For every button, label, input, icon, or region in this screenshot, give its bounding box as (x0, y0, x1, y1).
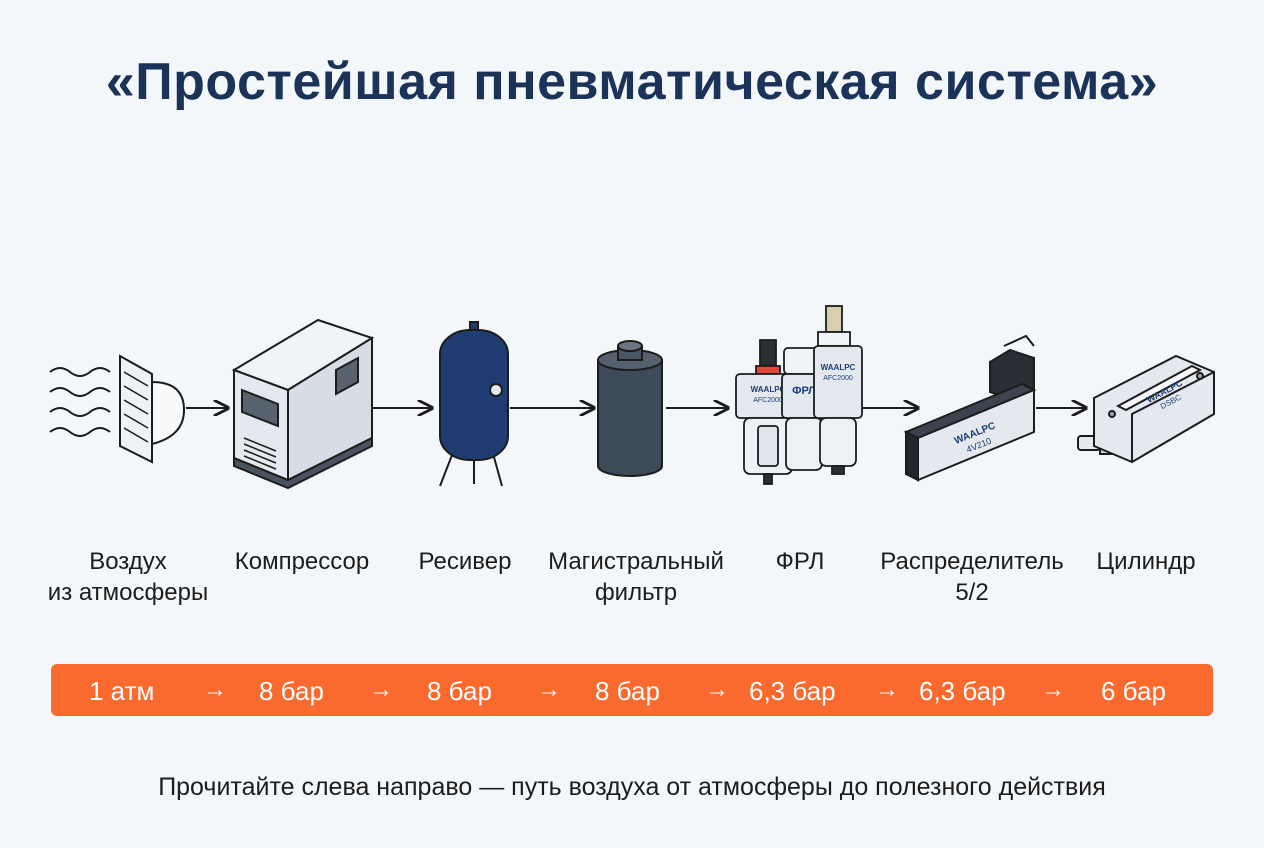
pressure-arrow: → (203, 676, 227, 703)
label-compressor: Компрессор (202, 546, 402, 577)
label-receiver: Ресивер (395, 546, 535, 577)
label-air: Воздух из атмосферы (28, 546, 228, 608)
page-title: «Простейшая пневматическая система» (105, 53, 1159, 111)
receiver-icon (439, 321, 509, 487)
main-filter-icon (597, 340, 663, 477)
frl-unit-3-marking: WAALPC (821, 363, 856, 372)
label-valve: Распределитель 5/2 (862, 546, 1082, 608)
label-main-filter-line-2: фильтр (594, 579, 678, 606)
label-frl-line-1: ФРЛ (775, 548, 825, 575)
label-cylinder: Цилиндр (1076, 546, 1216, 577)
pressure-value: 8 бар (595, 676, 660, 706)
pressure-value: 6 бар (1101, 676, 1166, 706)
pressure-bar: 1 атм → 8 бар → 8 бар → 8 бар → 6,3 бар … (51, 664, 1213, 716)
pressure-value: 6,3 бар (749, 676, 836, 706)
pressure-arrow: → (537, 676, 561, 703)
label-main-filter-line-1: Магистральный (548, 548, 724, 575)
air-intake-icon (49, 354, 186, 464)
label-compressor-line-1: Компрессор (234, 548, 370, 575)
pressure-arrow: → (1041, 676, 1065, 703)
pressure-value: 1 атм (89, 676, 155, 706)
compressor-icon (231, 318, 375, 490)
frl-unit-3-model: AFC2000 (823, 375, 853, 382)
frl-unit-1-marking: WAALPC (751, 385, 786, 394)
label-valve-line-2: 5/2 (955, 579, 989, 606)
label-main-filter: Магистральный фильтр (526, 546, 746, 608)
pressure-value: 8 бар (259, 676, 324, 706)
frl-unit-1-model: AFC2000 (753, 397, 783, 404)
label-receiver-line-1: Ресивер (418, 548, 512, 575)
frl-unit-2-marking: ФРЛ (792, 385, 816, 397)
pressure-arrow: → (875, 676, 899, 703)
pressure-arrow: → (369, 676, 393, 703)
cylinder-icon: WAALPC DSBC (1077, 354, 1215, 464)
label-air-line-2: из атмосферы (47, 579, 209, 606)
label-cylinder-line-1: Цилиндр (1096, 548, 1196, 575)
frl-icon: WAALPC AFC2000 ФРЛ WAALPC AFC2000 (735, 305, 863, 485)
pressure-value: 8 бар (427, 676, 492, 706)
label-frl: ФРЛ (750, 546, 850, 577)
label-valve-line-1: Распределитель (880, 548, 1064, 575)
pressure-value: 6,3 бар (919, 676, 1006, 706)
pneumatic-diagram: WAALPC AFC2000 ФРЛ WAALPC AFC2000 WAALPC… (49, 305, 1215, 490)
valve-icon: WAALPC 4V210 (903, 334, 1037, 482)
label-air-line-1: Воздух (89, 548, 167, 575)
footer-note: Прочитайте слева направо — путь воздуха … (158, 773, 1106, 801)
pressure-arrow: → (705, 676, 729, 703)
